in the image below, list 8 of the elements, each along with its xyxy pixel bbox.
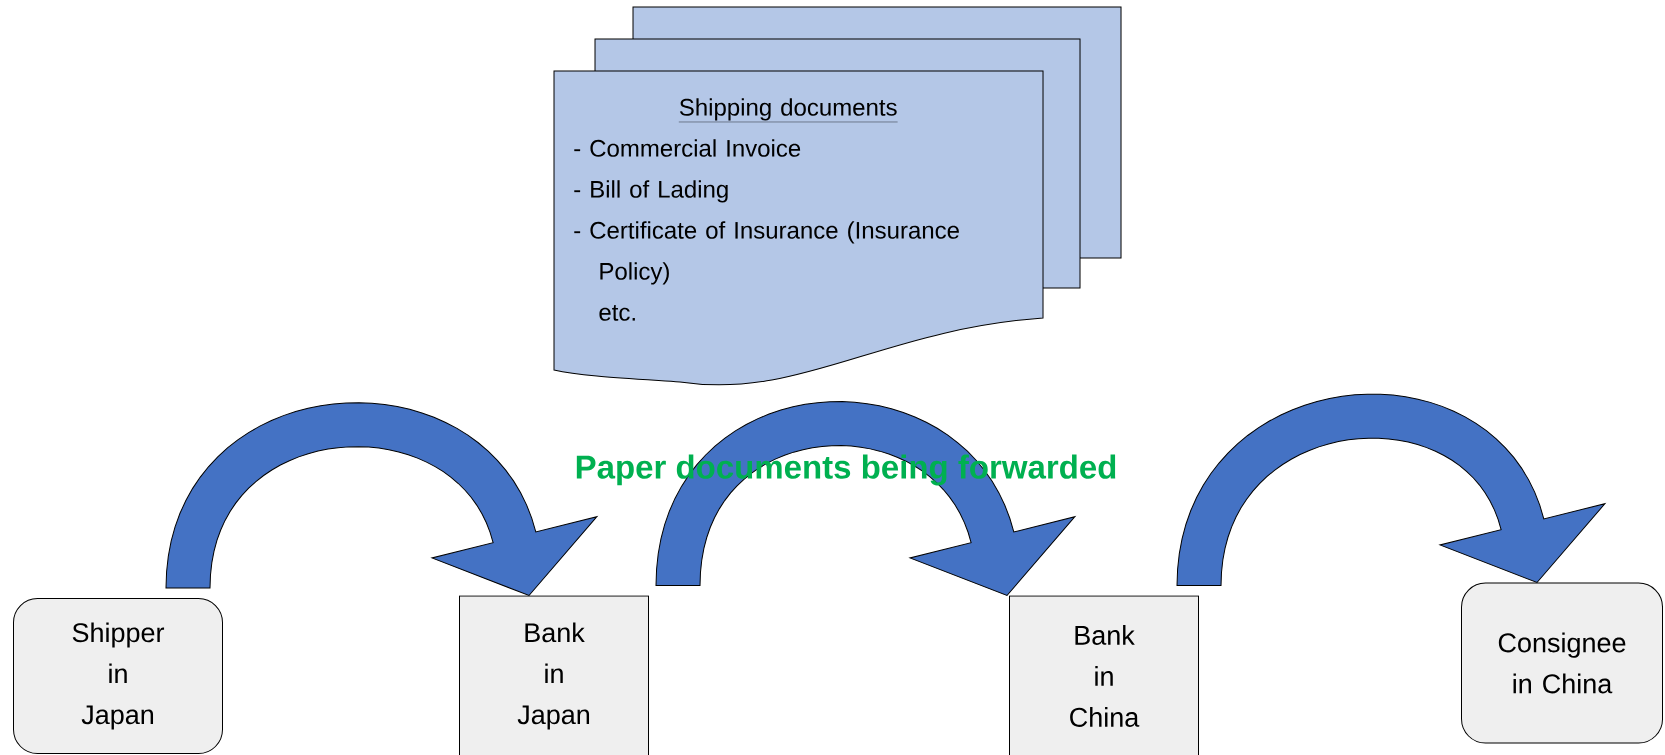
rounded-box: Consignee in China <box>1461 582 1663 744</box>
process-box: Bank in Japan <box>459 595 649 755</box>
curved-block-arrow <box>1176 393 1606 586</box>
curved-block-arrow <box>655 401 1076 596</box>
curved-block-arrow <box>165 402 598 596</box>
rounded-box: Shipper in Japan <box>13 598 223 754</box>
document-stack-drawing: Shipping documents - Commercial Invoice - Bill of Lading - Certificate of Insurance (Insurance Policy) etc. <box>553 6 1122 386</box>
process-box: Bank in China <box>1009 595 1199 755</box>
